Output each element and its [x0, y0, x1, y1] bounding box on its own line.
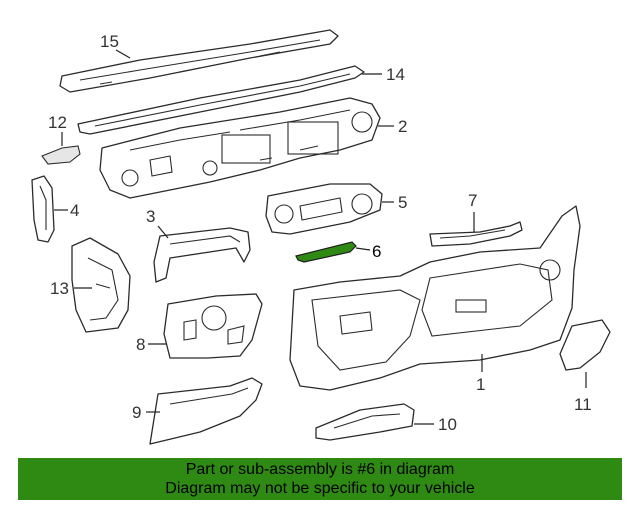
- part-9-lower-bezel[interactable]: [149, 377, 263, 445]
- part-3-upper-trim[interactable]: [153, 227, 251, 283]
- part-1-instrument-panel[interactable]: [289, 205, 581, 391]
- fitment-notice-banner: Part or sub-assembly is #6 in diagram Di…: [18, 458, 622, 500]
- part-6-trim-strip[interactable]: [295, 241, 357, 263]
- part-15-top-cover[interactable]: [59, 29, 339, 93]
- part-8-center-stack[interactable]: [163, 293, 263, 359]
- callout-12[interactable]: 12: [48, 113, 67, 132]
- callout-3[interactable]: 3: [146, 207, 155, 226]
- part-10-knee-trim[interactable]: [315, 403, 415, 441]
- part-4-end-cap[interactable]: [31, 175, 55, 243]
- banner-line-2: Diagram may not be specific to your vehi…: [165, 480, 475, 497]
- leader-15: [115, 49, 131, 59]
- callout-2[interactable]: 2: [398, 117, 407, 136]
- callout-11[interactable]: 11: [574, 395, 592, 414]
- callout-14[interactable]: 14: [386, 65, 405, 84]
- banner-line-1: Part or sub-assembly is #6 in diagram: [185, 461, 455, 478]
- leader-6: [355, 247, 371, 251]
- part-11-end-panel[interactable]: [559, 319, 611, 371]
- callout-13[interactable]: 13: [50, 279, 69, 298]
- callout-10[interactable]: 10: [438, 415, 457, 434]
- callout-1[interactable]: 1: [476, 375, 485, 394]
- callout-8[interactable]: 8: [136, 335, 145, 354]
- callout-4[interactable]: 4: [70, 201, 79, 220]
- callout-6[interactable]: 6: [372, 242, 381, 261]
- callout-9[interactable]: 9: [132, 403, 141, 422]
- part-7-support-bracket[interactable]: [429, 221, 523, 247]
- callout-7[interactable]: 7: [468, 191, 477, 210]
- callout-5[interactable]: 5: [398, 193, 407, 212]
- part-12-vent-bezel[interactable]: [41, 145, 81, 165]
- part-14-crossbar-trim[interactable]: [77, 65, 365, 135]
- exploded-parts-diagram: 15 14 2 12 4 5: [31, 29, 611, 445]
- part-2-cross-car-beam[interactable]: [99, 97, 381, 199]
- part-5-center-bezel[interactable]: [265, 183, 383, 235]
- part-13-side-panel[interactable]: [71, 237, 131, 333]
- leader-3: [157, 225, 169, 239]
- callout-15[interactable]: 15: [100, 32, 119, 51]
